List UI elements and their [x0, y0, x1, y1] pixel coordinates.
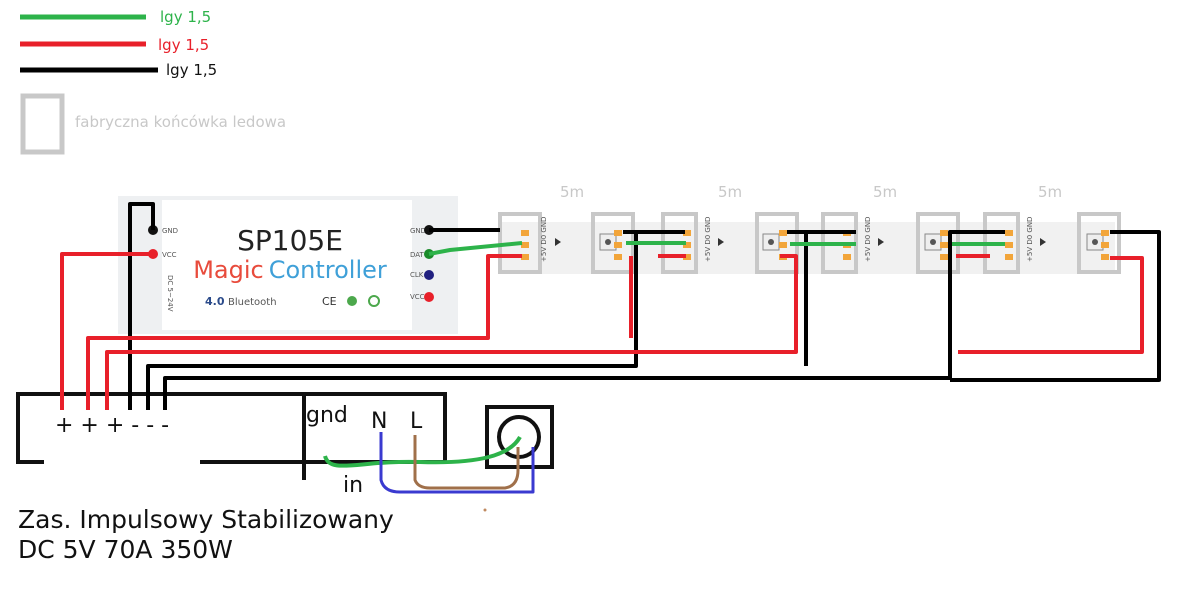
- pad-text-2: +5V D0 GND: [704, 217, 712, 262]
- red-wire-seg2-vcc: [105, 254, 798, 410]
- legend-black-label: lgy 1,5: [166, 61, 217, 79]
- psu-caption-line1: Zas. Impulsowy Stabilizowany: [18, 505, 394, 534]
- controller-pin-vcc-right: [424, 292, 434, 302]
- pad-text-3: +5V D0 GND: [864, 217, 872, 262]
- controller-pin-label-dat: DAT: [410, 251, 425, 259]
- controller-subtitle-controller: Controller: [269, 256, 387, 284]
- controller-pin-label-clk: CLK: [410, 271, 424, 279]
- direction-arrow-4: [1040, 238, 1046, 246]
- psu-input-gnd: gnd: [306, 403, 348, 428]
- direction-arrow-2: [718, 238, 724, 246]
- endcap-1-in: [498, 212, 542, 274]
- controller-pin-label-gnd-left: GND: [162, 227, 178, 235]
- green-wire-psu-earth: [323, 435, 522, 468]
- rohs-leaf-icon: [347, 296, 357, 306]
- red-wire-seg1-vcc: [86, 254, 522, 410]
- legend-green-label: lgy 1,5: [160, 8, 211, 26]
- controller-pin-clk: [424, 270, 434, 280]
- led-chip-3-die: [930, 239, 936, 245]
- led-chip-2-die: [768, 239, 774, 245]
- controller-pin-label-vcc-left: VCC: [162, 251, 177, 259]
- stray-dot: [483, 508, 487, 512]
- psu-input-n: N: [371, 409, 387, 434]
- bluetooth-version: 4.0: [205, 295, 225, 308]
- led-chip-4-die: [1092, 239, 1098, 245]
- direction-arrow-1: [555, 238, 561, 246]
- led-chip-1-die: [605, 239, 611, 245]
- psu-caption-line2: DC 5V 70A 350W: [18, 535, 233, 564]
- red-wire-ctrl-vcc: [60, 252, 153, 410]
- green-wire-data-in: [428, 241, 523, 256]
- wires: [60, 202, 1161, 494]
- legend: lgy 1,5 lgy 1,5 lgy 1,5 fabryczna końców…: [20, 8, 286, 155]
- pad-text-1: +5V D0 GND: [540, 217, 548, 262]
- controller-voltage-note: DC 5~24V: [166, 275, 174, 312]
- controller-label-panel: [162, 200, 412, 330]
- psu-output-terminals: + + + - - -: [55, 413, 169, 438]
- recycle-icon: [368, 295, 380, 307]
- led-strip: 5m 5m 5m 5m +5V D0 GND +5V D0 GND +5V D0…: [498, 183, 1121, 274]
- black-wire-ctrl-gnd: [128, 202, 155, 410]
- pad-text-4: +5V D0 GND: [1026, 217, 1034, 262]
- red-wires: [60, 252, 1144, 410]
- controller-subtitle-magic: Magic: [193, 256, 264, 284]
- brown-wire-live: [413, 435, 520, 490]
- segment-length-1: 5m: [560, 183, 584, 201]
- green-wires: [323, 241, 1005, 468]
- controller-pin-label-vcc-right: VCC: [410, 293, 425, 301]
- red-wire-seg4-vcc: [958, 256, 1144, 354]
- controller-title: SP105E: [237, 224, 343, 257]
- bluetooth-label: Bluetooth: [228, 297, 277, 308]
- legend-endcap-symbol: [20, 93, 65, 155]
- black-wires: [128, 202, 1161, 410]
- direction-arrow-3: [878, 238, 884, 246]
- black-wire-end-gnd: [950, 230, 1161, 382]
- segment-length-4: 5m: [1038, 183, 1062, 201]
- blue-wire-neutral: [379, 432, 535, 494]
- ce-mark: CE: [322, 295, 337, 308]
- endcap-4-out: [1077, 212, 1121, 274]
- legend-endcap-label: fabryczna końcówka ledowa: [75, 113, 286, 131]
- psu-input-l: L: [410, 409, 423, 434]
- segment-length-3: 5m: [873, 183, 897, 201]
- controller-pin-label-gnd-right: GND: [410, 227, 426, 235]
- segment-length-2: 5m: [718, 183, 742, 201]
- psu-in-label: in: [343, 473, 363, 498]
- legend-red-label: lgy 1,5: [158, 36, 209, 54]
